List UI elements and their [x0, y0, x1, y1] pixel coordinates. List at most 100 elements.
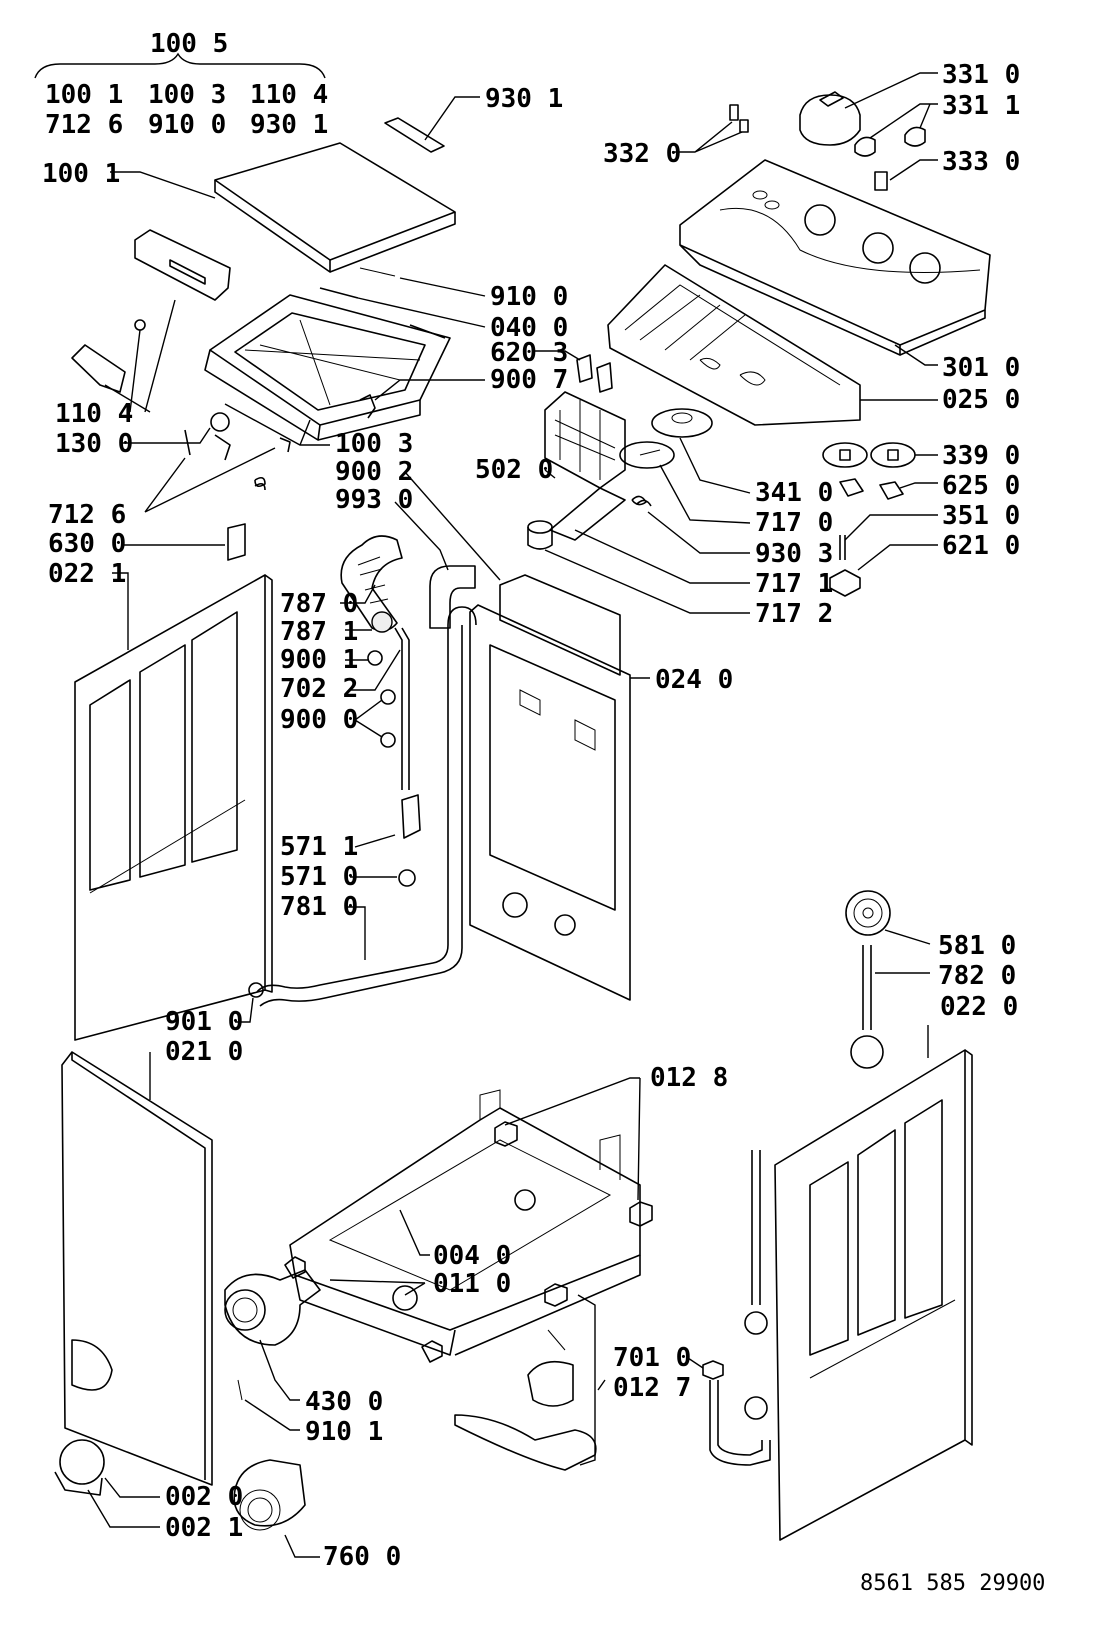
label-901-0: 901 0	[165, 1007, 243, 1037]
part-right-rod	[744, 1150, 768, 1420]
part-502-0-board	[544, 391, 626, 489]
label-900-0: 900 0	[280, 705, 358, 735]
part-025-0-module	[607, 264, 938, 426]
label-110-4-header: 110 4	[250, 80, 328, 110]
part-024-0-rear-frame	[469, 574, 631, 1001]
label-301-0: 301 0	[942, 353, 1020, 383]
label-339-0: 339 0	[942, 441, 1020, 471]
label-351-0: 351 0	[942, 501, 1020, 531]
part-022-0-side-panel	[774, 1025, 973, 1541]
label-781-0: 781 0	[280, 892, 358, 922]
part-110-4-handle	[71, 229, 231, 393]
label-717-2: 717 2	[755, 599, 833, 629]
label-993-0: 993 0	[335, 485, 413, 515]
label-011-0: 011 0	[433, 1269, 511, 1299]
label-502-0: 502 0	[475, 455, 553, 485]
label-571-1: 571 1	[280, 832, 358, 862]
leader-011-0	[329, 1279, 426, 1296]
part-717-0-disc	[619, 441, 751, 524]
part-021-0-front-panel	[61, 1051, 213, 1486]
part-341-0-disc	[651, 408, 751, 494]
part-717-2-cylinder	[527, 520, 750, 614]
part-930-3-spring	[631, 495, 750, 554]
document-number: 8561 585 29900	[860, 1571, 1045, 1596]
part-620-3-clips	[535, 350, 613, 393]
label-900-2: 900 2	[335, 457, 413, 487]
part-701-0-inlet-hose	[687, 1357, 771, 1466]
part-581-0-pulley	[845, 890, 931, 945]
label-571-0: 571 0	[280, 862, 358, 892]
label-702-2: 702 2	[280, 674, 358, 704]
part-301-0-control-panel	[679, 159, 991, 366]
label-910-1: 910 1	[305, 1417, 383, 1447]
label-900-7: 900 7	[490, 365, 568, 395]
leader-012-7	[597, 1379, 606, 1391]
part-339-0-discs	[822, 442, 938, 468]
leader-993-0	[394, 501, 449, 571]
label-100-5: 100 5	[150, 29, 228, 59]
label-333-0: 333 0	[942, 147, 1020, 177]
part-331-1-knob	[854, 103, 938, 157]
part-760-0-filter	[233, 1459, 320, 1558]
part-621-0-bracket	[829, 544, 938, 597]
part-630-0-block	[122, 523, 246, 561]
part-930-1-strip	[384, 96, 480, 153]
label-012-7: 012 7	[613, 1373, 691, 1403]
label-022-1: 022 1	[48, 559, 126, 589]
label-040-0: 040 0	[490, 313, 568, 343]
part-900-0-plugs	[354, 689, 396, 748]
label-004-0: 004 0	[433, 1241, 511, 1271]
leader-100-3-b	[299, 419, 311, 446]
part-351-0-sensor	[839, 514, 938, 560]
part-100-3-top-frame	[204, 294, 451, 441]
label-910-0-header: 910 0	[148, 110, 226, 140]
label-782-0: 782 0	[938, 961, 1016, 991]
part-702-2-hose	[350, 627, 410, 790]
label-025-0: 025 0	[942, 385, 1020, 415]
part-782-0-belt	[850, 945, 930, 1069]
label-717-0: 717 0	[755, 508, 833, 538]
part-331-0-knob	[799, 72, 938, 146]
part-333-0-cap	[874, 159, 938, 191]
label-712-6-header: 712 6	[45, 110, 123, 140]
part-787-0-bellows	[340, 535, 403, 632]
part-012-8-feet	[494, 1077, 653, 1227]
label-100-1: 100 1	[42, 159, 120, 189]
label-787-1: 787 1	[280, 617, 358, 647]
label-760-0: 760 0	[323, 1542, 401, 1572]
label-910-0: 910 0	[490, 282, 568, 312]
label-024-0: 024 0	[655, 665, 733, 695]
label-430-0: 430 0	[305, 1387, 383, 1417]
part-910-0-screw	[359, 267, 486, 297]
label-002-0: 002 0	[165, 1482, 243, 1512]
part-901-0-cap	[235, 982, 264, 1023]
label-930-3: 930 3	[755, 539, 833, 569]
label-717-1: 717 1	[755, 569, 833, 599]
part-004-0-base-frame	[284, 1089, 641, 1363]
part-002-0-door	[54, 1439, 160, 1528]
group-brace	[34, 52, 326, 79]
label-331-0: 331 0	[942, 60, 1020, 90]
part-130-0-latch	[120, 412, 231, 461]
part-910-1-screw	[237, 1379, 300, 1431]
label-022-0: 022 0	[940, 992, 1018, 1022]
label-900-1: 900 1	[280, 645, 358, 675]
part-012-7-leveler	[454, 1283, 597, 1471]
leader-110-4	[104, 299, 176, 413]
label-930-1: 930 1	[485, 84, 563, 114]
label-581-0: 581 0	[938, 931, 1016, 961]
label-625-0: 625 0	[942, 471, 1020, 501]
part-717-1-lever	[549, 487, 750, 584]
leader-022-1	[112, 572, 129, 650]
part-787-1-filter	[345, 611, 393, 633]
part-100-1-lid	[110, 142, 456, 273]
part-430-0-pump	[224, 1269, 321, 1401]
label-787-0: 787 0	[280, 589, 358, 619]
part-571-0-valve	[350, 869, 416, 887]
label-331-1: 331 1	[942, 91, 1020, 121]
label-100-3-header: 100 3	[148, 80, 226, 110]
part-900-7-clip	[359, 379, 485, 419]
label-110-4: 110 4	[55, 399, 133, 429]
label-130-0: 130 0	[55, 429, 133, 459]
